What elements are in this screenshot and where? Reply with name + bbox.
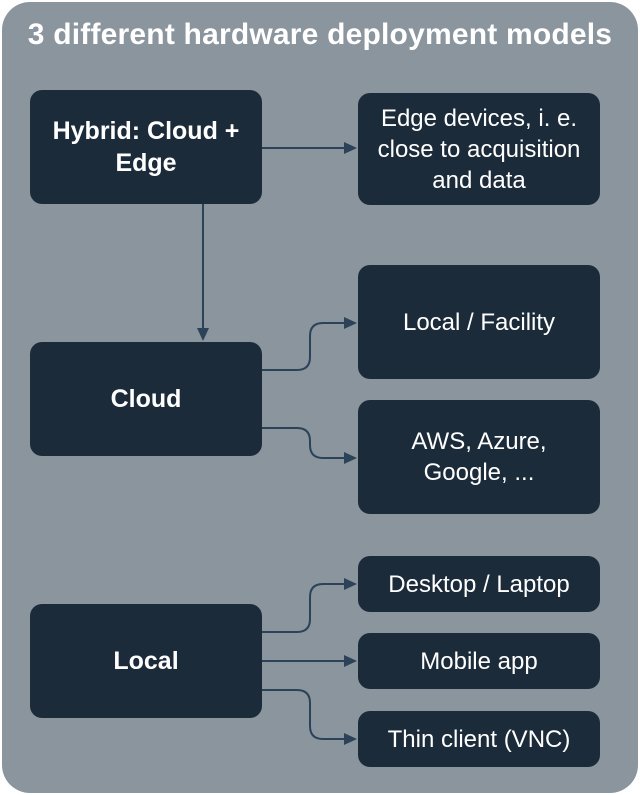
node-mobile-app-label: Mobile app — [420, 647, 538, 675]
node-desktop-laptop-label: Desktop / Laptop — [388, 570, 570, 598]
node-cloud: Cloud — [30, 342, 262, 456]
node-desktop-laptop: Desktop / Laptop — [358, 556, 600, 612]
node-mobile-app: Mobile app — [358, 633, 600, 689]
node-thin-client-label: Thin client (VNC) — [387, 725, 571, 753]
node-hybrid-label: Hybrid: Cloud + Edge — [52, 117, 240, 177]
node-public-cloud: AWS, Azure, Google, ... — [358, 400, 600, 514]
node-local-facility: Local / Facility — [358, 265, 600, 379]
node-hybrid: Hybrid: Cloud + Edge — [30, 90, 262, 204]
node-edge-devices: Edge devices, i. e. close to acquisition… — [358, 93, 600, 205]
node-local: Local — [30, 604, 262, 718]
node-edge-devices-label: Edge devices, i. e. close to acquisition… — [377, 104, 581, 194]
node-thin-client: Thin client (VNC) — [358, 711, 600, 767]
node-cloud-label: Cloud — [110, 385, 182, 413]
node-local-label: Local — [113, 647, 179, 675]
diagram-title: 3 different hardware deployment models — [27, 18, 613, 51]
node-local-facility-label: Local / Facility — [402, 308, 556, 336]
node-public-cloud-label: AWS, Azure, Google, ... — [411, 428, 547, 486]
